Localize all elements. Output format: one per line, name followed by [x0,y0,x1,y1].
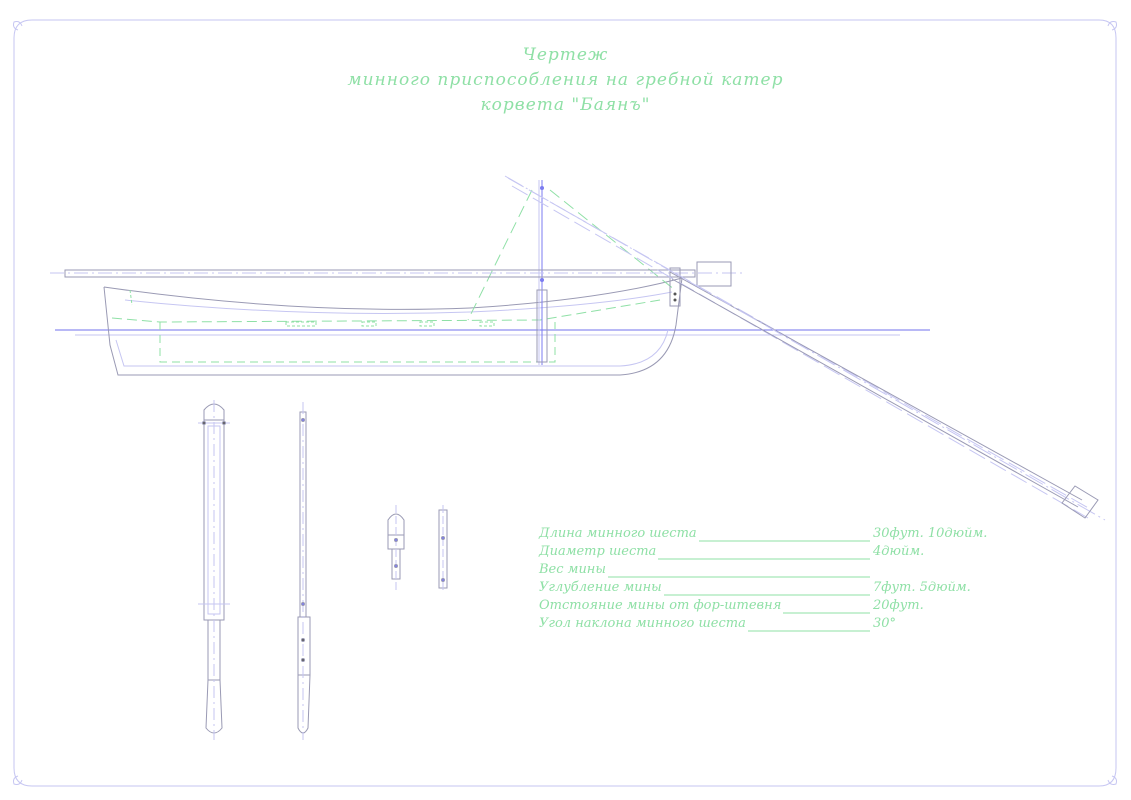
fitting-detail-views [387,505,448,592]
pole-front-view [198,400,230,740]
drawing-title: Чертеж [522,45,609,65]
spec-label-mine-distance: Отстояние мины от фор-штевня [539,597,784,615]
spec-label-pole-angle: Угол наклона минного шеста [539,615,748,633]
spec-label-pole-diameter: Диаметр шеста [539,543,659,561]
spec-label-mine-depth: Углубление мины [539,579,664,597]
spec-value-mine-distance: 20фут. [873,598,924,613]
drawing-subtitle: минного приспособления на гребной катер [347,70,784,90]
pole-side-view [297,402,311,740]
drawing-vessel-name: корвета "Баянъ" [480,95,651,115]
spec-label-pole-length: Длина минного шеста [539,525,699,543]
spec-value-pole-angle: 30° [873,616,897,631]
spec-label-mine-weight: Вес мины [539,561,608,579]
spec-value-pole-diameter: 4дюйм. [873,544,925,559]
sheet-frame [13,19,1117,787]
spec-value-pole-length: 30фут. 10дюйм. [873,526,988,541]
spec-value-mine-depth: 7фут. 5дюйм. [873,580,971,595]
boat-side-view [50,175,1106,521]
